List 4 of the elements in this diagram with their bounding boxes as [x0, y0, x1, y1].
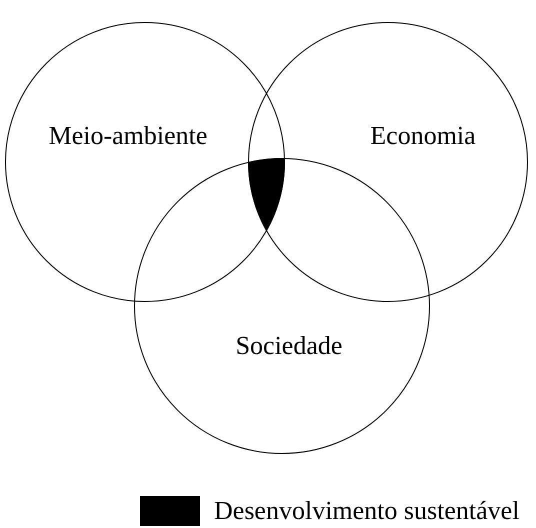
circle-label: Meio-ambiente [48, 123, 208, 149]
legend-label: Desenvolvimento sustentável [214, 498, 520, 524]
circle-label: Sociedade [236, 333, 342, 359]
circle-label: Economia [370, 123, 476, 149]
